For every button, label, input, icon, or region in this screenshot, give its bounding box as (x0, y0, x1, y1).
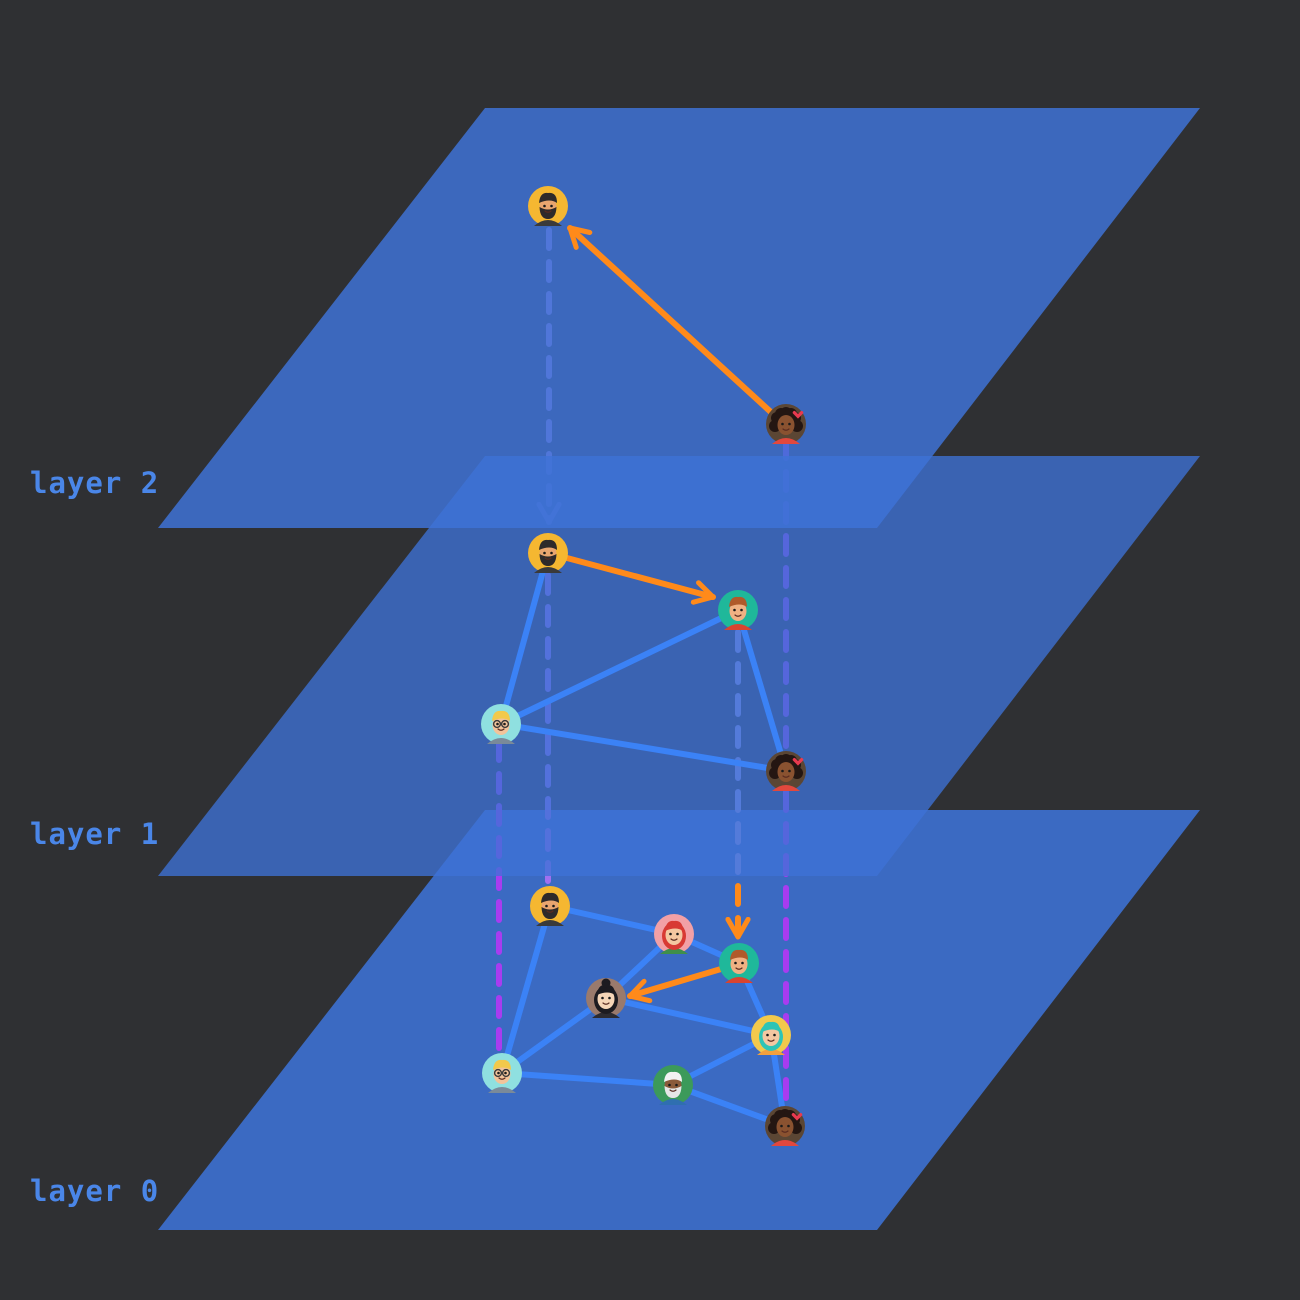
layer-0-plane (158, 810, 1200, 1230)
avatar-redhead-man-icon (719, 943, 759, 983)
avatar-curly-woman-icon (765, 1106, 805, 1146)
edge-layer1-blond-glasses-redhead-man (498, 607, 741, 727)
layer-1-label: layer 1 (30, 817, 160, 851)
layer-2-label: layer 2 (30, 466, 160, 500)
avatar-red-hair-woman-icon (654, 914, 694, 954)
avatar-black-hair-woman-icon (586, 978, 626, 1018)
avatar-bearded-man-icon (528, 533, 568, 573)
graph-nodes (481, 186, 806, 1146)
edge-layer0-black-hair-woman-teal-hair-woman (603, 995, 774, 1038)
edge-layer0-bearded-man-blond-glasses (499, 903, 553, 1076)
search-step-layer-0 (627, 966, 724, 1004)
avatar-redhead-man-icon (718, 590, 758, 630)
layer-0-label: layer 0 (30, 1174, 160, 1208)
layer-2-plane (158, 108, 1200, 528)
avatar-curly-woman-icon (766, 751, 806, 791)
avatar-curly-woman-icon (766, 404, 806, 444)
search-step-layer-2 (567, 225, 776, 417)
edge-layer1-bearded-man-blond-glasses (498, 550, 551, 727)
layer-1-edges (498, 550, 789, 774)
avatar-bearded-man-icon (528, 186, 568, 226)
edge-layer0-bearded-man-red-hair-woman (547, 903, 677, 937)
avatar-blond-glasses-icon (481, 704, 521, 744)
edge-layer0-black-hair-woman-blond-glasses (499, 995, 609, 1076)
edge-layer1-blond-glasses-curly-woman (498, 721, 789, 774)
layer-1-plane (158, 456, 1200, 876)
avatar-blond-glasses-icon (482, 1053, 522, 1093)
avatar-bearded-man-icon (530, 886, 570, 926)
edge-layer0-blond-glasses-white-hair-man (499, 1070, 676, 1088)
avatar-teal-hair-woman-icon (751, 1015, 791, 1055)
edge-layer1-redhead-man-curly-woman (735, 607, 789, 774)
search-step-layer-1 (564, 555, 716, 605)
avatar-white-hair-man-icon (653, 1065, 693, 1105)
